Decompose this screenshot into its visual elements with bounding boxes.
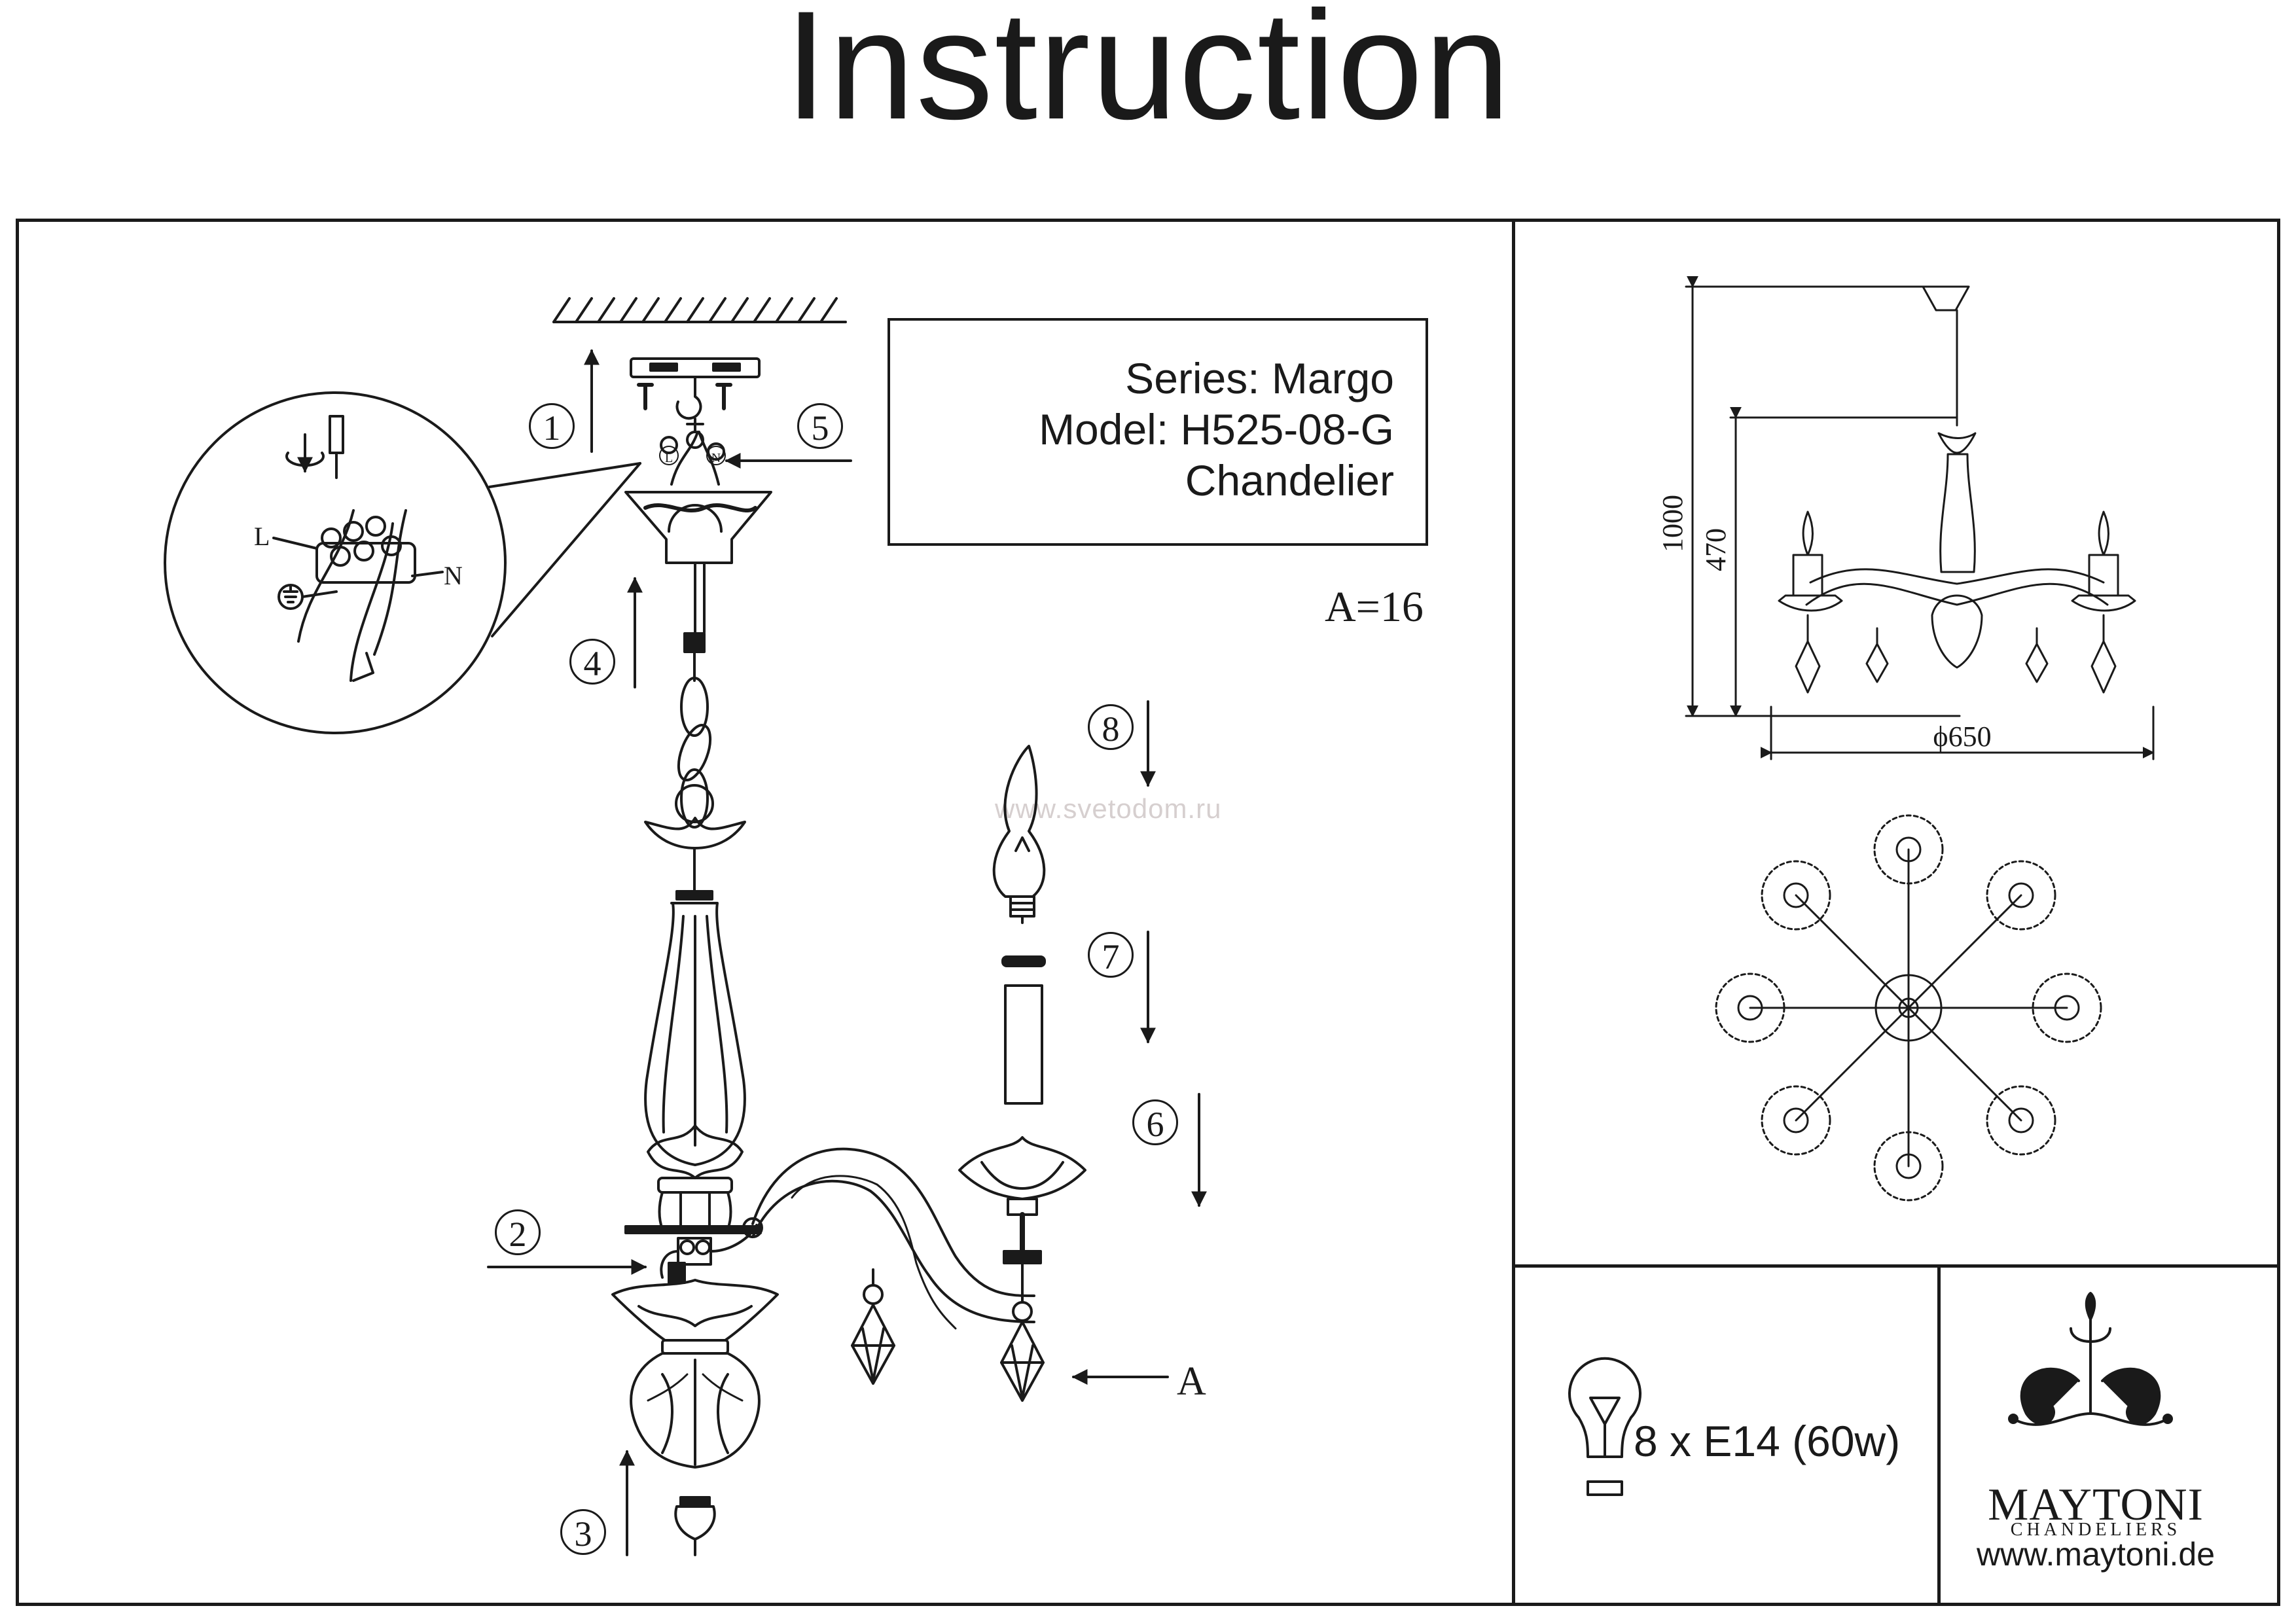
lower-bowl bbox=[611, 1279, 779, 1469]
page-title: Instruction bbox=[784, 0, 1512, 152]
maytoni-ornament-icon bbox=[2008, 1292, 2173, 1426]
part-a-label: A bbox=[1177, 1359, 1206, 1404]
wiring-detail-callout bbox=[164, 391, 641, 734]
rotate-icon bbox=[285, 433, 325, 473]
product-info-box: Series: Margo Model: H525-08-G Chandelie… bbox=[888, 318, 1428, 546]
brand-name: MAYTONI bbox=[1988, 1480, 2204, 1530]
chain bbox=[675, 632, 714, 829]
dimension-diameter: ϕ650 bbox=[1933, 721, 1991, 753]
wire-marker-neutral: N bbox=[711, 451, 721, 465]
step-8-marker: 8 bbox=[1088, 704, 1134, 750]
crystal-drop bbox=[1000, 1270, 1045, 1402]
canopy bbox=[624, 431, 772, 633]
wire-junction bbox=[660, 1224, 758, 1284]
step-3-marker: 3 bbox=[560, 1509, 606, 1555]
arm bbox=[742, 1147, 1035, 1385]
panel-divider-vertical bbox=[1512, 219, 1515, 1606]
live-wire-label: L bbox=[254, 522, 270, 551]
step-1-marker: 1 bbox=[529, 403, 575, 449]
product-type-label: Chandelier bbox=[1185, 456, 1394, 505]
plan-view-drawing bbox=[1715, 814, 2102, 1202]
parts-count-note: A=16 bbox=[1325, 583, 1424, 631]
series-label: Series: Margo bbox=[1125, 354, 1394, 402]
step-7-marker: 7 bbox=[1088, 932, 1134, 978]
model-label: Model: H525-08-G bbox=[1039, 405, 1394, 454]
column-upper bbox=[624, 817, 762, 1234]
dimension-height-total: 1000 bbox=[1657, 495, 1689, 552]
candle-cup bbox=[958, 1136, 1086, 1274]
elevation-drawing bbox=[1685, 276, 2155, 760]
instruction-frame bbox=[16, 219, 2280, 1606]
step-4-marker: 4 bbox=[569, 639, 615, 685]
light-bulb-icon bbox=[1568, 1357, 1641, 1496]
mounting-bracket-icon bbox=[630, 357, 761, 461]
brand-subtitle: CHANDELIERS bbox=[2010, 1520, 2181, 1540]
wire-marker-live: L bbox=[665, 451, 673, 465]
candle-bulb-icon bbox=[992, 745, 1046, 924]
ground-icon bbox=[278, 584, 304, 610]
bottom-finial bbox=[674, 1496, 716, 1556]
candle-sleeve bbox=[1004, 984, 1043, 1105]
dimension-height-body: 470 bbox=[1700, 528, 1732, 571]
screwdriver-icon bbox=[329, 415, 344, 479]
ceiling-hatch-icon bbox=[552, 297, 847, 323]
step-6-marker: 6 bbox=[1132, 1099, 1178, 1145]
bobeche-ring bbox=[1001, 955, 1046, 967]
brand-website: www.maytoni.de bbox=[1976, 1536, 2215, 1573]
step-5-marker: 5 bbox=[797, 403, 843, 449]
neutral-wire-label: N bbox=[444, 561, 463, 590]
lamp-spec: 8 x E14 (60w) bbox=[1634, 1417, 1901, 1465]
panel-divider-brand bbox=[1937, 1264, 1941, 1606]
step-2-marker: 2 bbox=[495, 1209, 541, 1255]
panel-divider-horizontal bbox=[1512, 1264, 2280, 1268]
